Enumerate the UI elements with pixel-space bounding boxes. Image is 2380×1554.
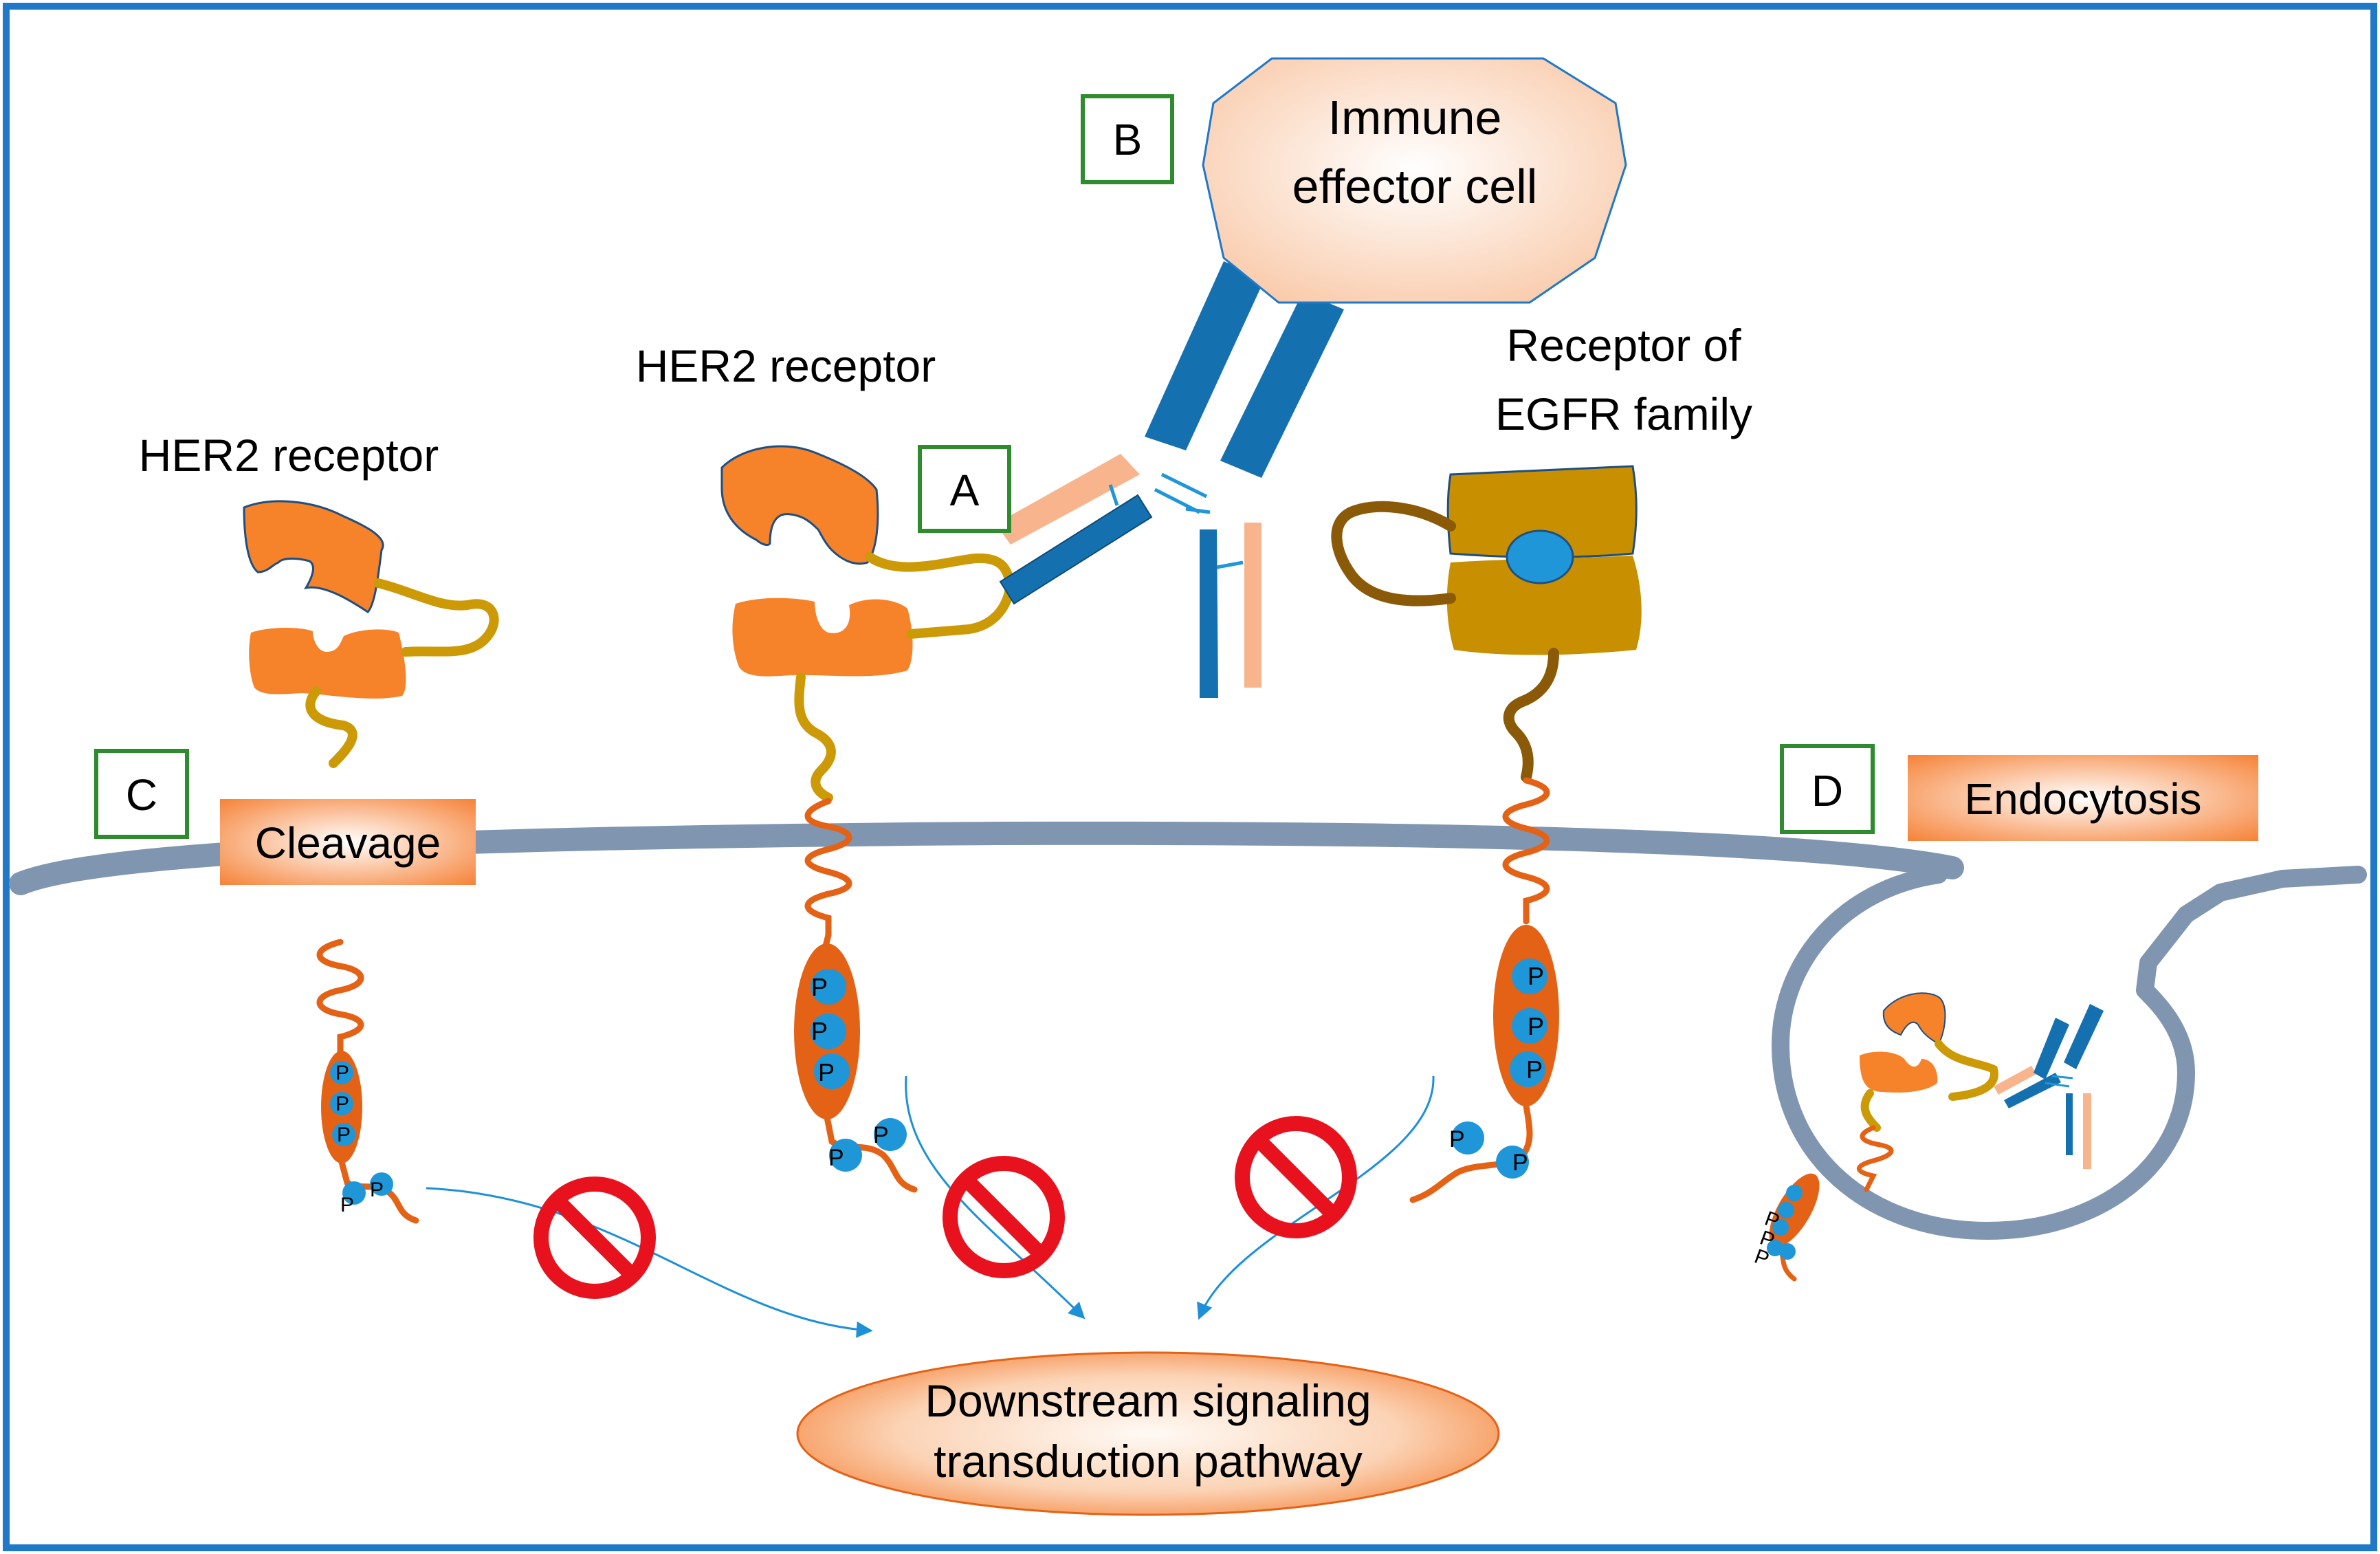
phosphate-circle — [1512, 1008, 1547, 1044]
downstream-label-line1: Downstream signaling — [925, 1375, 1371, 1426]
phosphate-label: P — [335, 1093, 349, 1115]
phosphate-label: P — [818, 1058, 835, 1086]
phosphate-label: P — [1528, 962, 1544, 990]
transmembrane-helix — [1502, 777, 1550, 925]
her2-stalk — [794, 672, 836, 802]
endocytic-vesicle — [1772, 866, 2367, 1240]
phosphate-circle — [330, 1092, 353, 1115]
antibody-heavy-chain — [999, 494, 1153, 605]
phosphate-label: P — [370, 1179, 384, 1201]
phosphate-label: P — [873, 1122, 889, 1148]
phosphate-label: P — [1449, 1126, 1465, 1152]
phosphate-circle — [811, 969, 846, 1005]
phosphate-label: P — [811, 1017, 828, 1045]
transmembrane-helix — [804, 798, 852, 939]
phosphate-circle — [1451, 1121, 1484, 1154]
marker-b: B — [1081, 94, 1174, 184]
antibody-fc-heavy-left — [1145, 261, 1265, 450]
endocytosis-box — [1908, 755, 2258, 841]
phosphate-circle — [332, 1123, 355, 1146]
phosphate-circle — [814, 1053, 850, 1089]
marker-d-label: D — [1811, 766, 1843, 816]
antibody-hinge — [1160, 472, 1208, 499]
phosphate-label: P — [1526, 1055, 1543, 1084]
immune-cell-label-line1: Immune — [1328, 91, 1502, 144]
internalized-her2-antibody-complex — [1767, 992, 2104, 1282]
marker-c: C — [94, 749, 189, 839]
phosphate-circle — [1512, 959, 1547, 994]
downstream-pathway — [796, 1351, 1500, 1516]
phosphate-circle — [1496, 1146, 1529, 1179]
phosphate-circle — [829, 1139, 862, 1172]
egfr-label-line1: Receptor of — [1506, 320, 1741, 371]
her2-stalk — [305, 686, 357, 768]
inhibition-symbol-right — [1235, 1116, 1357, 1238]
her2-receptor-cleaved — [243, 500, 499, 768]
her2-linker — [373, 578, 499, 657]
egfr-label-line2: EGFR family — [1495, 388, 1752, 439]
arrow-right-to-pathway — [1197, 1075, 1435, 1320]
her2-domain-upper — [720, 445, 879, 565]
marker-c-label: C — [126, 770, 157, 820]
antibody-light-lower — [1244, 523, 1261, 688]
endocytosis-label: Endocytosis — [1964, 774, 2201, 824]
phosphate-label: P — [340, 1194, 354, 1216]
her2-receptor-label-center: HER2 receptor — [636, 340, 936, 391]
cleavage-box — [220, 799, 476, 885]
antibody-fc-heavy-right — [1220, 292, 1344, 478]
marker-a: A — [918, 445, 1011, 533]
egfr-linker — [1331, 501, 1456, 606]
phosphate-label: P — [1528, 1012, 1544, 1040]
arrow-left-to-pathway — [426, 1187, 873, 1338]
her2-receptor-label-left: HER2 receptor — [139, 430, 439, 481]
phosphate-label: P — [1512, 1150, 1528, 1176]
her2-linker — [865, 552, 1016, 639]
inhibition-symbol-left — [533, 1177, 656, 1299]
downstream-label-line2: transduction pathway — [934, 1436, 1363, 1487]
phosphate-label: P — [828, 1145, 844, 1171]
phosphate-circle — [370, 1172, 393, 1196]
immune-effector-cell — [1202, 57, 1627, 304]
cleavage-label: Cleavage — [255, 818, 441, 868]
her2-domain-lower — [732, 598, 913, 677]
marker-b-label: B — [1113, 115, 1143, 164]
egfr-stalk — [1503, 648, 1559, 783]
egfr-domain-lower — [1446, 556, 1642, 655]
phosphate-label: P — [335, 1062, 349, 1084]
antibody-light-chain — [995, 454, 1140, 545]
phosphate-circle — [811, 1014, 846, 1049]
immune-cell-label-line2: effector cell — [1292, 160, 1538, 213]
phosphate-circle — [1510, 1051, 1545, 1087]
phosphate-label: P — [811, 973, 828, 1001]
antibody-heavy-lower — [1200, 529, 1218, 698]
ligand — [1506, 529, 1574, 584]
phosphate-circle — [330, 1061, 353, 1084]
marker-d: D — [1780, 744, 1875, 834]
phosphate-circle — [874, 1118, 907, 1151]
her2-domain-lower — [249, 628, 406, 699]
phosphate-groups — [330, 959, 1547, 1205]
phosphate-label: P — [337, 1124, 351, 1146]
trastuzumab-antibody-bound — [995, 261, 1344, 698]
phosphate-circle — [342, 1181, 366, 1205]
marker-a-label: A — [950, 466, 980, 515]
inhibition-symbol-center — [943, 1156, 1065, 1278]
her2-domain-upper — [243, 500, 384, 613]
cell-membrane — [9, 821, 1964, 895]
